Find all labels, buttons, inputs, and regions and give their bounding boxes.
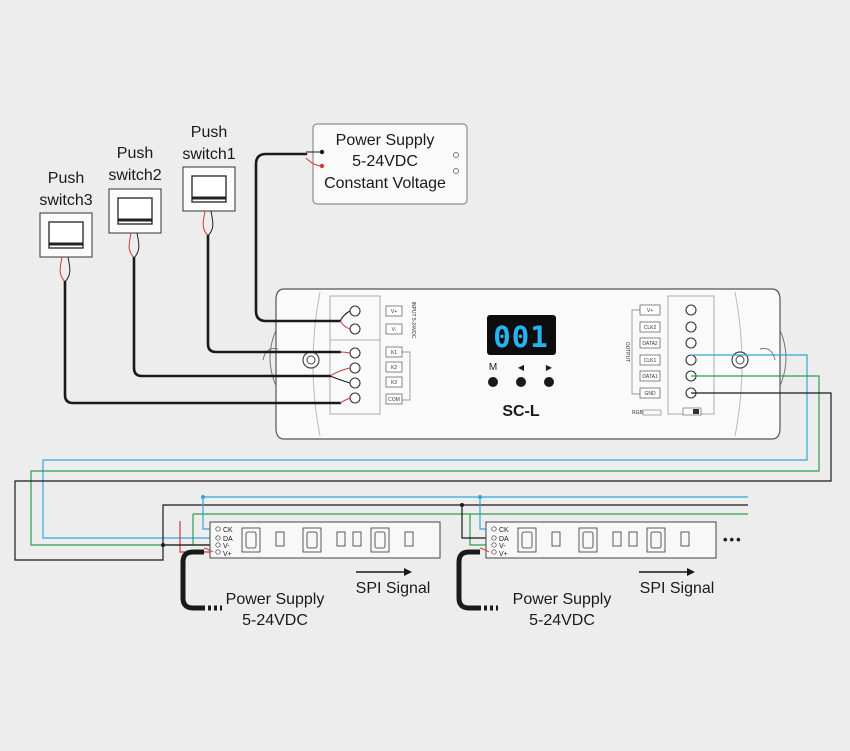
push-switch-2: Push switch2 bbox=[108, 145, 162, 234]
power-supply-top-line3: Constant Voltage bbox=[324, 175, 446, 192]
small-label: RGB bbox=[632, 410, 644, 416]
push-switch-3: Push switch3 bbox=[39, 170, 93, 258]
output-terminal-data1: DATA1 bbox=[642, 374, 658, 380]
switch-1-label-line2: switch1 bbox=[182, 146, 235, 163]
junction-dot bbox=[478, 495, 482, 499]
spi-signal-label-1: SPI Signal bbox=[356, 580, 431, 597]
button-m-label: M bbox=[489, 362, 497, 373]
controller-sc-l: V+ V- INPUT 5-24VDC K1 K2 K3 COM 001 M ◀… bbox=[262, 288, 787, 440]
strip1-pad-vplus: V+ bbox=[223, 551, 232, 558]
strip2-pad-vplus: V+ bbox=[499, 551, 508, 558]
switch-2-label-line2: switch2 bbox=[108, 167, 161, 184]
terminal-pigtails bbox=[305, 151, 351, 404]
output-terminal-clk1: CLK1 bbox=[644, 358, 657, 364]
strip1-power-line2: 5-24VDC bbox=[242, 612, 308, 629]
push-switch-1: Push switch1 bbox=[182, 124, 236, 212]
strip1-power-line1: Power Supply bbox=[226, 591, 325, 608]
strip2-power-line2: 5-24VDC bbox=[529, 612, 595, 629]
strip2-pad-ck: CK bbox=[499, 527, 509, 534]
spi-signal-label-2: SPI Signal bbox=[640, 580, 715, 597]
key-terminal-k2: K2 bbox=[391, 365, 397, 371]
strip1-pad-vminus: V- bbox=[223, 543, 230, 550]
power-supply-top-line1: Power Supply bbox=[336, 132, 435, 149]
key-terminal-k1: K1 bbox=[391, 350, 397, 356]
switch-1-label-line1: Push bbox=[191, 124, 227, 141]
output-terminal-data2: DATA2 bbox=[642, 341, 658, 347]
button-right[interactable] bbox=[544, 377, 554, 387]
junction-dot bbox=[161, 543, 165, 547]
display-readout: 001 bbox=[493, 320, 548, 354]
spi-signal-arrow-2: SPI Signal bbox=[639, 568, 714, 597]
button-left-label: ◀ bbox=[518, 363, 525, 372]
junction-dot bbox=[201, 495, 205, 499]
black-wiring bbox=[63, 152, 342, 405]
clock-line bbox=[42, 354, 808, 539]
input-terminal-vminus: V- bbox=[392, 327, 397, 333]
model-label: SC-L bbox=[502, 403, 540, 420]
key-terminal-com: COM bbox=[388, 397, 400, 403]
continuation-ellipsis: ••• bbox=[723, 532, 743, 547]
strip2-pad-da: DA bbox=[499, 536, 509, 543]
key-terminal-k3: K3 bbox=[391, 380, 397, 386]
spi-signal-arrow-1: SPI Signal bbox=[356, 568, 431, 597]
led-strip-1: CK DA V- V+ bbox=[209, 521, 441, 559]
output-terminal-gnd: GND bbox=[644, 391, 656, 397]
output-terminal-clk2: CLK2 bbox=[644, 325, 657, 331]
strip1-pad-ck: CK bbox=[223, 527, 233, 534]
input-terminal-vplus: V+ bbox=[391, 309, 397, 315]
strip-power-leads bbox=[180, 547, 498, 611]
switch-3-label-line1: Push bbox=[48, 170, 84, 187]
switch-pigtails bbox=[59, 210, 214, 283]
output-group-label: OUTPUT bbox=[624, 342, 630, 363]
switch-2-label-line1: Push bbox=[117, 145, 153, 162]
strip2-power-line1: Power Supply bbox=[513, 591, 612, 608]
button-m[interactable] bbox=[488, 377, 498, 387]
seven-segment-display bbox=[487, 315, 556, 355]
led-strip-2: CK DA V- V+ bbox=[485, 521, 717, 559]
output-terminal-vplus: V+ bbox=[647, 308, 653, 314]
input-group-label: INPUT 5-24VDC bbox=[410, 302, 416, 339]
button-right-label: ▶ bbox=[546, 363, 553, 372]
junction-dot bbox=[460, 503, 464, 507]
power-supply-top: Power Supply 5-24VDC Constant Voltage bbox=[312, 123, 468, 205]
data-line bbox=[30, 375, 820, 546]
button-left[interactable] bbox=[516, 377, 526, 387]
strip1-pad-da: DA bbox=[223, 536, 233, 543]
switch-3-label-line2: switch3 bbox=[39, 192, 92, 209]
strip2-pad-vminus: V- bbox=[499, 543, 506, 550]
ground-line bbox=[14, 392, 832, 561]
power-supply-top-line2: 5-24VDC bbox=[352, 153, 418, 170]
